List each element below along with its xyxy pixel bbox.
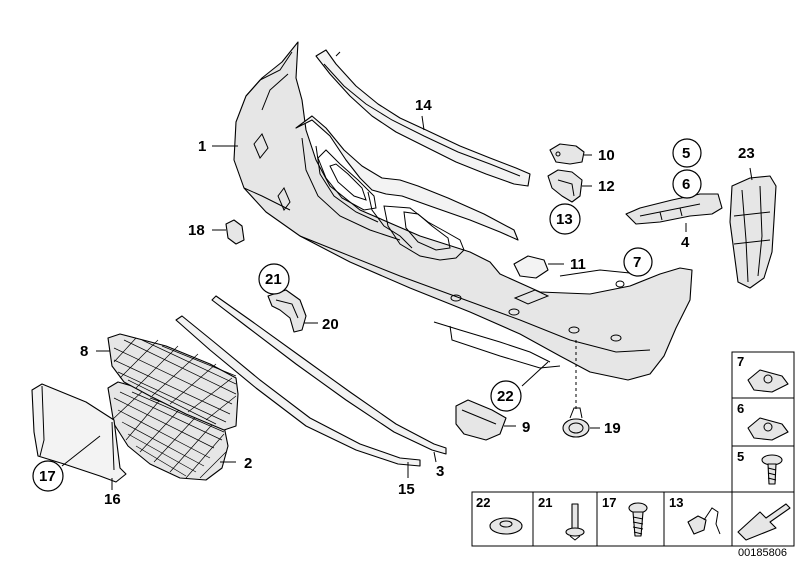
label-4: 4 [681,234,690,251]
label-8: 8 [80,343,88,360]
legend-right-6: 6 [737,401,744,416]
label-5: 5 [682,145,690,162]
grille-panel [107,333,239,431]
legend-bottom-13: 13 [669,495,683,510]
upper-support-strip [315,49,531,187]
label-23: 23 [738,145,755,162]
bracket-12 [547,169,583,203]
legend-bottom-21: 21 [538,495,552,510]
label-14: 14 [415,97,432,114]
bracket-10 [549,143,585,165]
circle-13 [549,203,581,235]
legend-right-7: 7 [737,354,744,369]
legend-right: 7 6 5 [731,351,795,493]
label-18: 18 [188,222,205,239]
reflector [455,399,507,441]
label-9: 9 [522,419,530,436]
legend-bottom-17: 17 [602,495,616,510]
label-17: 17 [39,468,56,485]
bumper-shell [233,41,693,381]
label-11: 11 [570,256,586,273]
bracket-20 [267,289,307,333]
circle-17 [32,460,64,492]
label-21: 21 [265,271,282,288]
legend-right-5: 5 [737,449,744,464]
circle-6 [672,169,702,199]
license-plate-holder [31,383,127,483]
side-bracket-23 [729,175,777,289]
clip-18 [225,219,245,245]
clip-nut-7 [747,369,789,393]
label-15: 15 [398,481,415,498]
park-sensor [562,407,590,438]
label-19: 19 [604,420,621,437]
tow-hook-cover [513,255,549,279]
label-2: 2 [244,455,252,472]
label-16: 16 [104,491,121,508]
washer-22 [489,517,523,535]
spring-clip-13 [687,515,707,535]
circle-22 [490,380,522,412]
part-numbers: 1 14 10 12 11 4 23 18 20 8 2 3 15 16 9 1… [80,97,755,508]
label-1: 1 [198,138,206,155]
circle-21 [258,263,290,295]
legend-bottom-22: 22 [476,495,490,510]
circled-labels: 5 6 13 7 21 22 17 [32,138,702,492]
rivet-21 [571,503,579,531]
clip-nut-6 [747,417,789,441]
label-3: 3 [436,463,444,480]
leader-lines [61,115,753,490]
legend-bottom: 22 21 17 13 [471,491,795,547]
document-id: 00185806 [738,547,787,559]
label-20: 20 [322,316,339,333]
label-10: 10 [598,147,615,164]
label-13: 13 [556,211,573,228]
label-6: 6 [682,176,690,193]
mounting-arrow-icon [737,503,791,541]
label-12: 12 [598,178,615,195]
label-7: 7 [633,254,641,271]
guide-bracket-4 [625,193,723,225]
seal-strip-3 [211,295,447,455]
label-22: 22 [497,388,514,405]
circle-5 [672,138,702,168]
circle-7 [623,247,653,277]
seal-strip-15 [175,315,421,467]
